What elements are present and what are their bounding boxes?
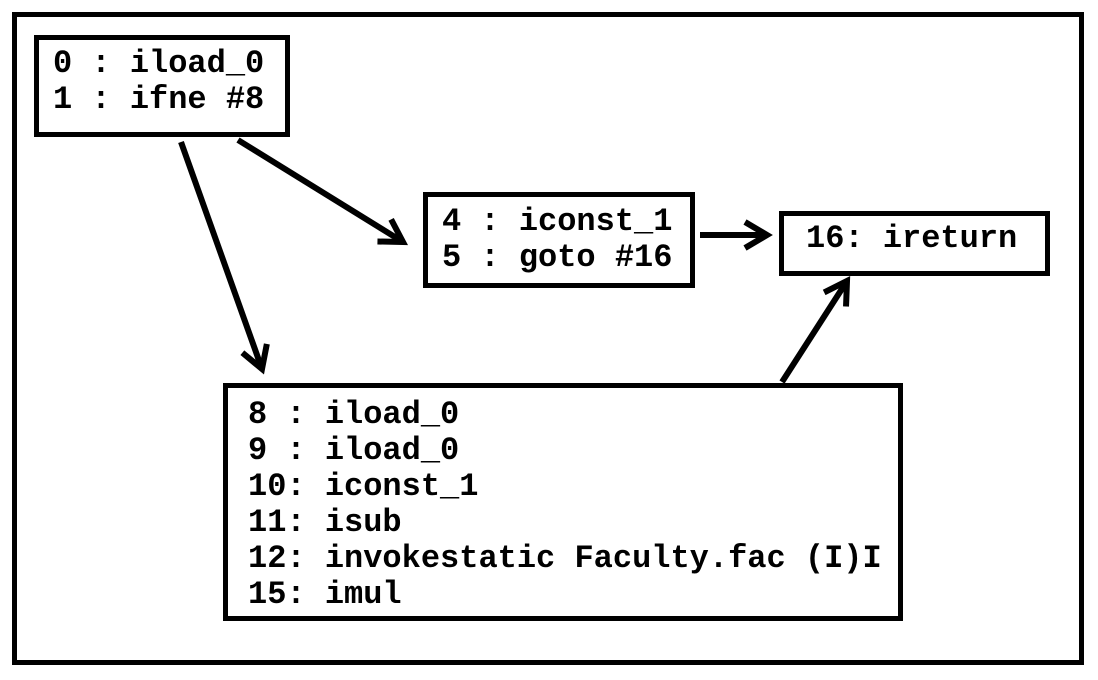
basic-block-8: 8 : iload_0 9 : iload_0 10: iconst_1 11:… xyxy=(223,383,903,621)
basic-block-16: 16: ireturn xyxy=(779,211,1050,276)
instruction-line: 12: invokestatic Faculty.fac (I)I xyxy=(248,540,882,577)
instruction-line: 1 : ifne #8 xyxy=(53,81,265,118)
instruction-line: 8 : iload_0 xyxy=(248,396,460,433)
instruction-line: 16: ireturn xyxy=(806,220,1018,257)
basic-block-4: 4 : iconst_1 5 : goto #16 xyxy=(423,192,695,288)
instruction-line: 9 : iload_0 xyxy=(248,432,460,469)
instruction-line: 10: iconst_1 xyxy=(248,468,479,505)
instruction-line: 11: isub xyxy=(248,504,402,541)
instruction-line: 15: imul xyxy=(248,576,402,613)
basic-block-0: 0 : iload_0 1 : ifne #8 xyxy=(34,35,290,137)
instruction-line: 5 : goto #16 xyxy=(442,239,673,276)
instruction-line: 0 : iload_0 xyxy=(53,45,265,82)
instruction-line: 4 : iconst_1 xyxy=(442,203,673,240)
diagram-border xyxy=(12,12,1084,665)
